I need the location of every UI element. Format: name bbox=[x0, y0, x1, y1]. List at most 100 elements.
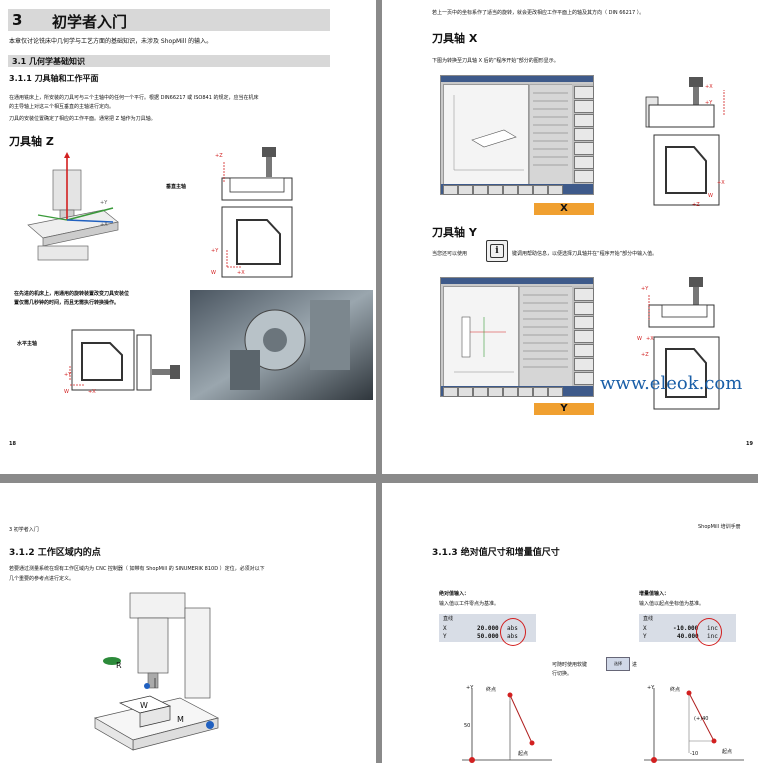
vertical-spindle-diagram bbox=[221, 147, 293, 278]
softkey[interactable] bbox=[574, 344, 594, 357]
abs-x-value[interactable]: 20.000 bbox=[477, 625, 499, 632]
top-text: 若上一页中的坐标系作了适当的旋转，就会更改相应工作平面上的轴及其方向（ DIN … bbox=[432, 10, 645, 16]
inc-start-point: 起点 bbox=[722, 749, 733, 755]
softkey[interactable] bbox=[574, 128, 594, 141]
cnc-horizontal-softkeys-y bbox=[441, 386, 593, 397]
h-softkey[interactable] bbox=[548, 185, 563, 195]
page-header: 3 初学者入门 bbox=[9, 527, 39, 533]
text-x: 下图为转换至刀具轴 X 后的“程序开始”部分的图形显示。 bbox=[432, 58, 559, 64]
label-plus-y-vertical: +Y bbox=[211, 248, 219, 254]
subsection-title: 3.1.2 工作区域内的点 bbox=[9, 548, 101, 558]
inc-title: 增量值输入： bbox=[639, 591, 670, 597]
h-softkey[interactable] bbox=[488, 185, 503, 195]
inc-diagram bbox=[644, 688, 744, 763]
toggle-text-1: 可随时使用软键 bbox=[552, 662, 588, 668]
cnc-param-list-x bbox=[529, 84, 573, 186]
abs-start-point: 起点 bbox=[518, 751, 529, 757]
work-area-illustration bbox=[94, 592, 219, 751]
abs-desc: 输入值以工件零点为基准。 bbox=[439, 601, 500, 607]
inc-dim-minus10: -10 bbox=[690, 751, 699, 757]
text-y-after: 键调用帮助信息，以便选择刀具轴并在“程序开始”部分中输入值。 bbox=[512, 251, 658, 257]
label-w: W bbox=[140, 701, 148, 710]
cnc-softkey-column-x bbox=[572, 84, 594, 184]
para-2: 的主导轴上对这三个相互垂直的主轴进行定向。 bbox=[9, 104, 115, 110]
label-plus-y-machine: +Y bbox=[100, 200, 108, 206]
label-plus-y-x: +Y bbox=[705, 100, 713, 106]
h-softkey[interactable] bbox=[533, 387, 548, 397]
label-plus-y-horizontal: +Y bbox=[64, 372, 72, 378]
page-19: 若上一页中的坐标系作了适当的旋转，就会更改相应工作平面上的轴及其方向（ DIN … bbox=[382, 0, 758, 474]
h-softkey[interactable] bbox=[503, 387, 518, 397]
h-softkey[interactable] bbox=[473, 185, 488, 195]
watermark: www.eleok.com bbox=[600, 373, 743, 394]
axis-bar-y: Y bbox=[534, 403, 594, 415]
abs-highlight-circle bbox=[500, 618, 526, 646]
inc-box-title: 直线 bbox=[643, 616, 654, 622]
softkey[interactable] bbox=[574, 86, 594, 99]
h-softkey[interactable] bbox=[473, 387, 488, 397]
cnc-screen-y bbox=[440, 277, 594, 397]
intro-text: 本章仅讨论铣床中几何学与工艺方面的基础知识，未涉及 ShopMill 的输入。 bbox=[9, 38, 213, 45]
softkey[interactable] bbox=[574, 330, 594, 343]
page-header: ShopMill 培训手册 bbox=[698, 524, 741, 530]
tool-axis-z-heading: 刀具轴 Z bbox=[9, 135, 54, 148]
inc-dim-plus40: (+)40 bbox=[694, 716, 709, 722]
softkey[interactable] bbox=[574, 302, 594, 315]
para-2: 几个重要的参考点进行定义。 bbox=[9, 576, 75, 582]
h-softkey[interactable] bbox=[548, 387, 563, 397]
h-softkey[interactable] bbox=[518, 185, 533, 195]
abs-x-label: X bbox=[443, 625, 447, 632]
subsection-title: 3.1.1 刀具轴和工作平面 bbox=[9, 74, 99, 83]
milling-machine-illustration bbox=[27, 152, 119, 261]
para-1: 若要通过测量系统在现有工作区域内为 CNC 控制器（ 如带有 ShopMill … bbox=[9, 566, 265, 572]
info-icon: i bbox=[490, 244, 504, 258]
cnc-param-list-y bbox=[519, 286, 573, 388]
h-softkey[interactable] bbox=[503, 185, 518, 195]
inc-y-label: Y bbox=[643, 633, 647, 640]
cnc-softkey-column-y bbox=[572, 286, 594, 386]
label-w-x: W bbox=[708, 193, 713, 199]
abs-dim-50: 50 bbox=[464, 723, 471, 729]
subsection-title: 3.1.3 绝对值尺寸和增量值尺寸 bbox=[432, 548, 560, 558]
h-softkey[interactable] bbox=[488, 387, 503, 397]
softkey[interactable] bbox=[574, 288, 594, 301]
inc-desc: 输入值以起点坐标值为基准。 bbox=[639, 601, 705, 607]
page-number: 18 bbox=[9, 441, 16, 447]
h-softkey[interactable] bbox=[518, 387, 533, 397]
photo-caption-1: 在先进的机床上，用通用的旋转装置改变刀具安装位 bbox=[14, 291, 130, 297]
h-softkey[interactable] bbox=[533, 185, 548, 195]
h-softkey[interactable] bbox=[443, 387, 458, 397]
h-softkey[interactable] bbox=[458, 387, 473, 397]
label-r: R bbox=[116, 661, 122, 670]
softkey[interactable] bbox=[574, 316, 594, 329]
label-m: M bbox=[177, 715, 184, 724]
softkey[interactable] bbox=[574, 170, 594, 183]
para-1: 在通用铣床上，所安装的刀具可与三个主轴中的任何一个平行。根据 DIN66217 … bbox=[9, 95, 259, 101]
para-3: 刀具的安装位置确定了相应的工作平面。通常把 Z 轴作为刀具轴。 bbox=[9, 116, 156, 122]
label-plus-y-y: +Y bbox=[641, 286, 649, 292]
cnc-graphic-area-x bbox=[443, 84, 529, 186]
info-key-button[interactable]: i bbox=[486, 240, 508, 262]
h-softkey[interactable] bbox=[458, 185, 473, 195]
label-plus-x-y: +X bbox=[646, 336, 654, 342]
inc-y-value[interactable]: 40.000 bbox=[677, 633, 699, 640]
softkey[interactable] bbox=[574, 114, 594, 127]
softkey[interactable] bbox=[574, 156, 594, 169]
softkey[interactable] bbox=[574, 142, 594, 155]
tool-axis-x-heading: 刀具轴 X bbox=[432, 32, 478, 45]
label-w-horizontal: W bbox=[64, 389, 69, 395]
inc-x-value[interactable]: -10.000 bbox=[673, 625, 699, 632]
horizontal-spindle-label: 水平主轴 bbox=[17, 341, 38, 347]
page-number: 19 bbox=[746, 441, 753, 447]
h-softkey[interactable] bbox=[443, 185, 458, 195]
softkey[interactable] bbox=[574, 372, 594, 385]
label-plus-z-vertical: +Z bbox=[215, 153, 223, 159]
softkey[interactable] bbox=[574, 358, 594, 371]
softkey[interactable] bbox=[574, 100, 594, 113]
chapter-title: 初学者入门 bbox=[52, 13, 128, 31]
label-plus-x-machine: +X bbox=[100, 222, 108, 228]
abs-y-value[interactable]: 50.000 bbox=[477, 633, 499, 640]
select-softkey[interactable]: 选择 bbox=[606, 657, 630, 671]
label-plus-x-vertical: +X bbox=[237, 270, 245, 276]
inc-end-point: 终点 bbox=[670, 687, 681, 693]
